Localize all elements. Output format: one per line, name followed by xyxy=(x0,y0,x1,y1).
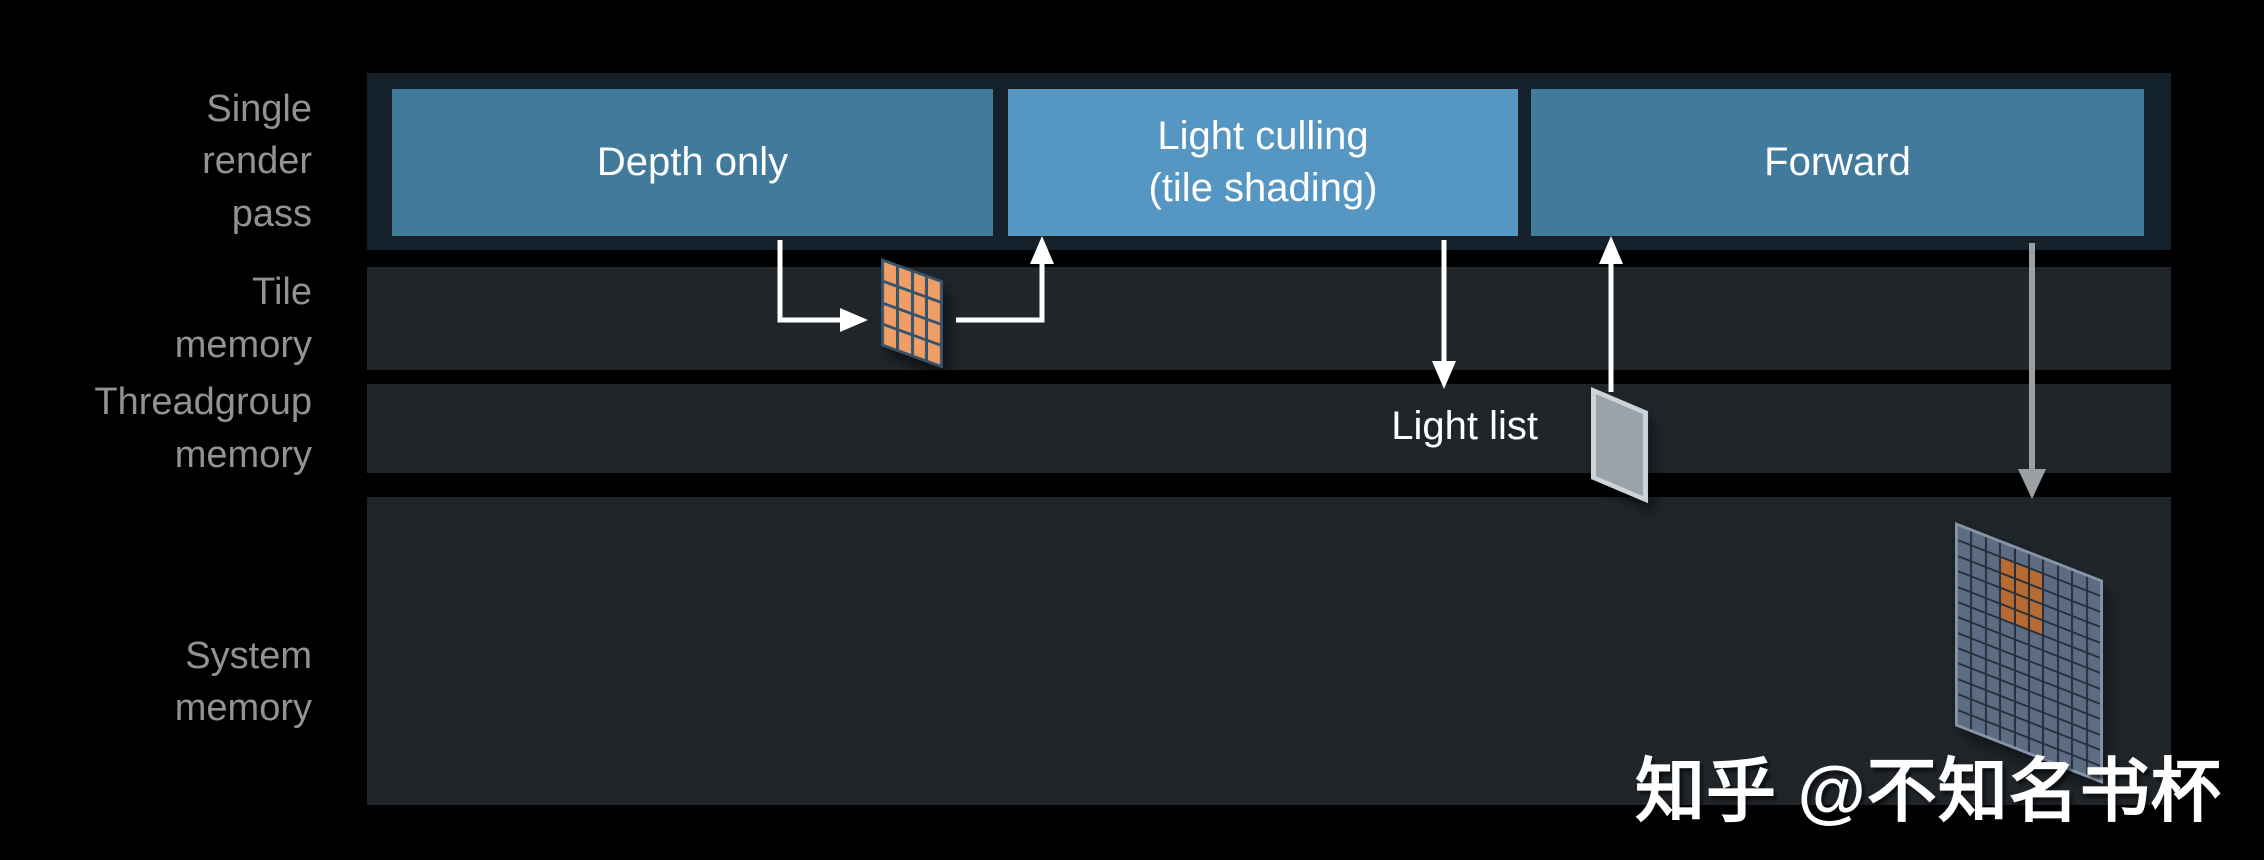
grid-cell xyxy=(884,304,896,328)
grid-cell xyxy=(928,278,940,301)
system-memory-row xyxy=(367,497,2171,805)
grid-cell xyxy=(884,262,896,285)
grid-cell xyxy=(928,299,940,322)
watermark: 知乎 @不知名书杯 xyxy=(1635,752,2222,830)
grid-cell xyxy=(1958,710,1971,730)
grid-cell xyxy=(898,331,911,354)
grid-cell xyxy=(913,294,926,317)
label-system-memory: System memory xyxy=(174,634,312,729)
grid-cell xyxy=(928,341,940,365)
depth-only-box: Depth only xyxy=(392,89,993,236)
forward-box: Forward xyxy=(1531,89,2144,236)
grid-cell xyxy=(898,267,911,290)
threadgroup-memory-row xyxy=(367,384,2171,473)
label-single-render-pass: Single render pass xyxy=(202,87,312,235)
grid-cell xyxy=(913,336,926,360)
grid-cell xyxy=(884,325,896,349)
grid-cell xyxy=(913,272,926,296)
grid-cell xyxy=(898,309,911,333)
grid-cell xyxy=(928,320,940,344)
tile-memory-row xyxy=(367,267,2171,370)
grid-cell xyxy=(913,315,926,338)
grid-cell xyxy=(884,283,896,306)
label-threadgroup-memory: Threadgroup memory xyxy=(94,381,312,476)
light-culling-box: Light culling (tile shading) xyxy=(1008,89,1518,236)
grid-cell xyxy=(1972,716,1985,735)
grid-cell xyxy=(898,288,911,312)
label-tile-memory: Tile memory xyxy=(174,271,312,366)
light-list-label: Light list xyxy=(1391,404,1538,448)
